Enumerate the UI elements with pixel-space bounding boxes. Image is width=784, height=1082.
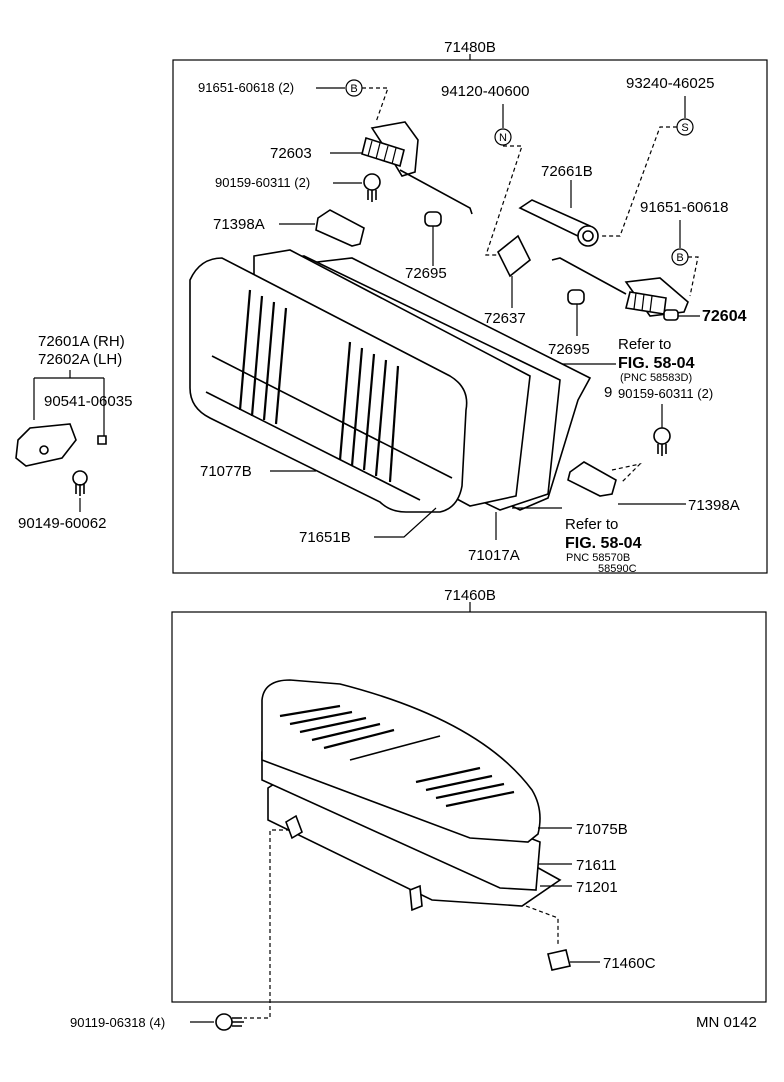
label-72602a: 72602A (LH) <box>38 351 122 368</box>
refer1-line1: Refer to <box>618 336 671 353</box>
label-71075b: 71075B <box>576 821 628 838</box>
label-90149: 90149-60062 <box>18 515 106 532</box>
label-93240: 93240-46025 <box>626 75 714 92</box>
label-90159-right-prefix: 9 <box>604 384 612 401</box>
label-72603: 72603 <box>270 145 312 162</box>
group-label-upper: 71480B <box>444 39 496 56</box>
label-72695-a: 72695 <box>405 265 447 282</box>
refer2-line4: 58590C <box>598 563 637 575</box>
refer2-line2: FIG. 58-04 <box>565 535 642 552</box>
label-72601a: 72601A (RH) <box>38 333 125 350</box>
svg-text:B: B <box>676 252 683 264</box>
clip-90541 <box>97 435 107 445</box>
svg-text:N: N <box>499 132 507 144</box>
label-71611: 71611 <box>576 857 617 874</box>
hinge-72604 <box>551 257 689 321</box>
lower-frame <box>171 611 767 1003</box>
hinge-72603 <box>361 121 473 215</box>
svg-text:S: S <box>681 122 688 134</box>
refer1-line2: FIG. 58-04 <box>618 355 695 372</box>
cover-72601a <box>15 423 77 467</box>
bolt-90159-right <box>653 427 671 456</box>
bolt-90119 <box>215 1013 244 1031</box>
refer2-line1: Refer to <box>565 516 618 533</box>
label-71017a: 71017A <box>468 547 520 564</box>
label-90119: 90119-06318 (4) <box>70 1015 165 1030</box>
bracket-71398a-right <box>567 461 617 497</box>
plate-72637 <box>496 234 532 278</box>
label-72604: 72604 <box>702 308 747 325</box>
stopper-71460c <box>547 949 571 971</box>
cap-72695-b <box>567 289 585 305</box>
label-71460c: 71460C <box>603 955 656 972</box>
spring-72661b <box>518 199 599 247</box>
seat-back-71077b <box>189 249 592 513</box>
diagram-code: MN 0142 <box>696 1014 757 1031</box>
bracket-71398a-left <box>315 209 365 247</box>
group-label-lower: 71460B <box>444 587 496 604</box>
label-71201: 71201 <box>576 879 618 896</box>
label-71651b: 71651B <box>299 529 351 546</box>
svg-text:B: B <box>350 83 357 95</box>
label-91651-top: 91651-60618 (2) <box>198 80 294 95</box>
label-94120: 94120-40600 <box>441 83 529 100</box>
label-91651-right: 91651-60618 <box>640 199 728 216</box>
label-71077b: 71077B <box>200 463 252 480</box>
label-90159-top: 90159-60311 (2) <box>215 175 310 190</box>
label-90541: 90541-06035 <box>44 393 132 410</box>
label-90159-right: 90159-60311 (2) <box>618 386 713 401</box>
seat-cushion-71075b <box>261 679 562 912</box>
label-72695-b: 72695 <box>548 341 590 358</box>
label-72637: 72637 <box>484 310 526 327</box>
label-71398a-right: 71398A <box>688 497 740 514</box>
label-72661b: 72661B <box>541 163 593 180</box>
bolt-90159-top <box>363 173 381 202</box>
label-71398a-left: 71398A <box>213 216 265 233</box>
screw-90149 <box>72 470 88 496</box>
refer2-line3: PNC 58570B <box>566 552 630 564</box>
refer1-line3: (PNC 58583D) <box>620 372 692 384</box>
marker-n <box>494 128 512 146</box>
cap-72695-a <box>424 211 442 227</box>
